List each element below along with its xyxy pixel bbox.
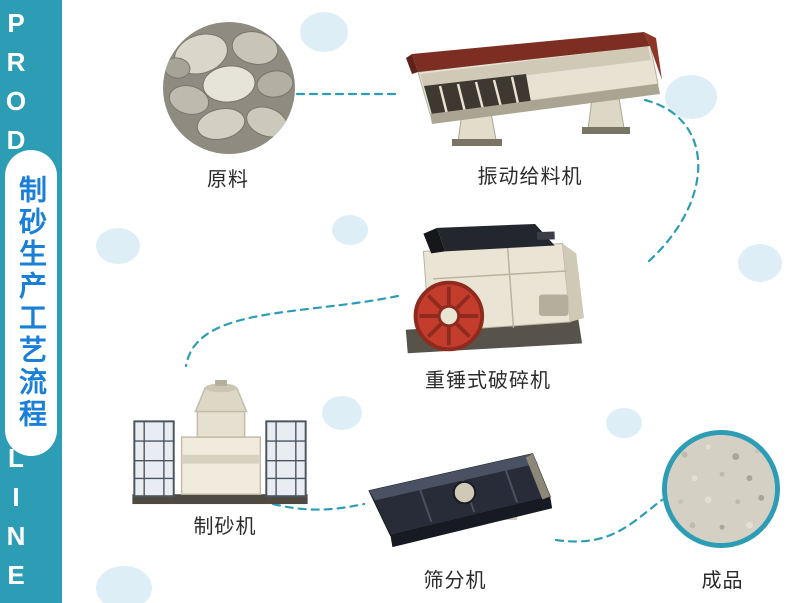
decor-blob <box>300 12 348 52</box>
node-label-hammer-crusher: 重锤式破碎机 <box>425 370 551 392</box>
raw-material-stones-photo <box>163 22 295 154</box>
decor-blob <box>96 228 140 264</box>
sand-making-machine-illustration <box>126 380 314 508</box>
decor-blob <box>96 566 152 603</box>
banner-text-bottom: LINE <box>1 443 31 599</box>
decor-blob <box>322 396 362 430</box>
vibrating-screen-illustration <box>358 442 570 554</box>
finished-sand-photo <box>662 430 780 548</box>
vibrating-feeder-illustration <box>398 30 668 150</box>
node-label-raw-material: 原料 <box>207 169 249 191</box>
banner-title: 制砂生产工艺流程 <box>16 175 47 431</box>
node-label-vibrating-feeder: 振动给料机 <box>477 166 583 188</box>
decor-blob <box>665 75 717 119</box>
node-label-sand-maker: 制砂机 <box>193 516 257 538</box>
decor-blob <box>332 215 368 245</box>
side-banner: PROD 制砂生产工艺流程 LINE <box>0 0 62 603</box>
banner-text-top: PROD <box>1 8 31 164</box>
decor-blob <box>738 244 782 282</box>
node-label-screen: 筛分机 <box>423 570 487 592</box>
node-label-finished-product: 成品 <box>701 570 744 592</box>
heavy-hammer-crusher-illustration <box>388 222 593 364</box>
decor-blob <box>606 408 642 438</box>
banner-title-pill: 制砂生产工艺流程 <box>5 150 57 456</box>
